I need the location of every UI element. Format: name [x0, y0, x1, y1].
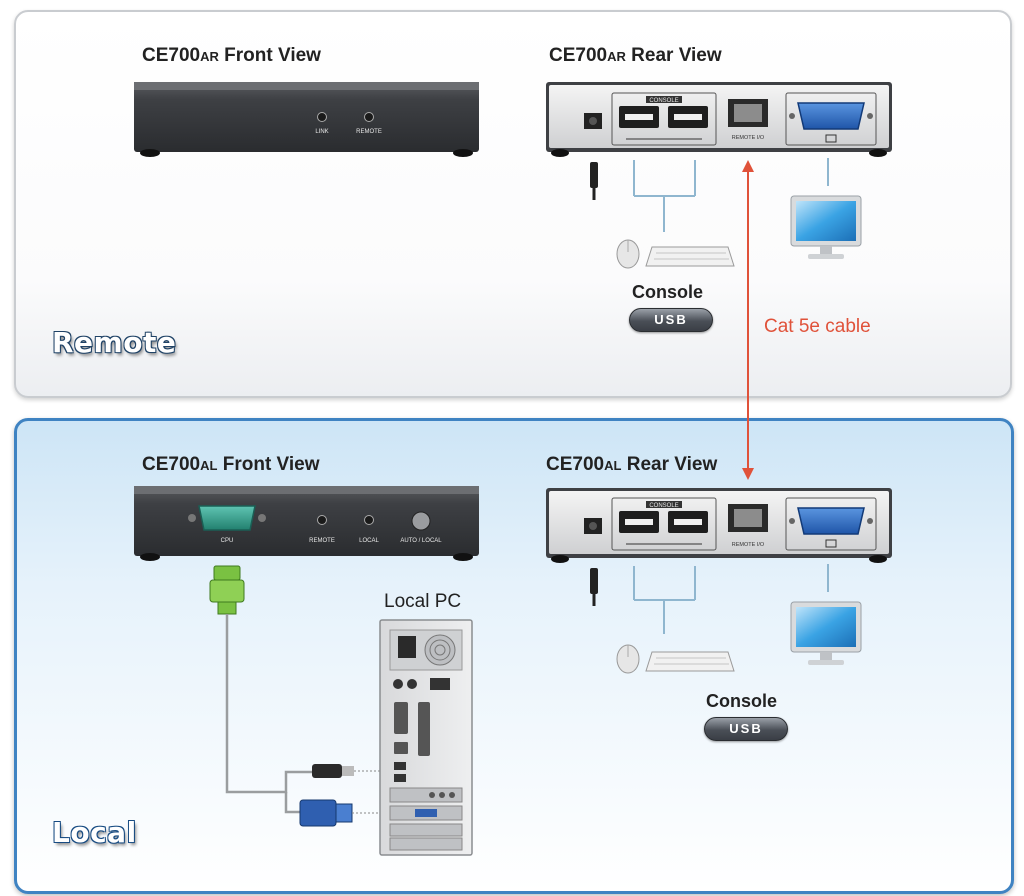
- mouse-icon: [616, 644, 640, 674]
- local-front-port-label-remote: REMOTE: [309, 538, 335, 544]
- remote-front-device: LINK REMOTE: [134, 82, 479, 157]
- remote-led-icon: [364, 112, 374, 122]
- local-zone-label: Local: [52, 816, 137, 849]
- remote-console-cables: [633, 158, 829, 232]
- local-rear-device: CONSOLE REMOTE I/O: [546, 488, 892, 563]
- cpu-cable: [225, 614, 318, 814]
- remote-usb-badge: USB: [629, 308, 713, 332]
- local-pc-label: Local PC: [384, 591, 462, 612]
- local-front-port-label-cpu: CPU: [221, 538, 234, 544]
- remote-console-label: Console: [632, 282, 704, 302]
- remote-front-port-label-link: LINK: [315, 129, 328, 135]
- local-front-port-label-local: LOCAL: [359, 538, 379, 544]
- local-console-cables: [633, 564, 829, 634]
- remote-rear-device: CONSOLE REMOTE I/O: [546, 82, 892, 157]
- pc-fan-icon: [424, 634, 456, 666]
- power-plug-icon: [590, 568, 598, 606]
- pc-power-socket-icon: [398, 636, 416, 658]
- link-led-icon: [317, 112, 327, 122]
- monitor-icon: [790, 601, 862, 665]
- mouse-icon: [616, 239, 640, 269]
- usb-plug-icon: [312, 764, 380, 778]
- vga-plug-icon: [299, 799, 380, 827]
- remote-rear-console-label: CONSOLE: [649, 98, 678, 104]
- local-rear-title: CE700AL Rear View: [546, 454, 718, 475]
- cpu-cable-connector-icon: [209, 565, 245, 615]
- vga-port-icon: [797, 507, 865, 535]
- cpu-vga-port-icon: [198, 505, 256, 531]
- remote-rear-remote-io-label: REMOTE I/O: [732, 135, 765, 141]
- local-front-device: CPU REMOTE LOCAL AUTO / LOCAL: [134, 486, 479, 561]
- local-pc-tower: [379, 619, 473, 856]
- local-rear-console-label: CONSOLE: [649, 503, 678, 509]
- remote-front-title: CE700AR Front View: [142, 45, 321, 66]
- remote-rear-title: CE700AR Rear View: [549, 45, 722, 66]
- monitor-icon: [790, 195, 862, 259]
- local-console-label: Console: [706, 691, 778, 711]
- local-front-title: CE700AL Front View: [142, 454, 320, 475]
- remote-front-port-label-remote: REMOTE: [356, 129, 382, 135]
- local-usb-badge: USB: [704, 717, 788, 741]
- keyboard-icon: [645, 651, 735, 672]
- remote-zone-label: Remote: [52, 326, 177, 359]
- local-front-port-label-auto-local: AUTO / LOCAL: [400, 538, 442, 544]
- vga-port-icon: [797, 102, 865, 130]
- local-rear-remote-io-label: REMOTE I/O: [732, 542, 765, 548]
- power-plug-icon: [590, 162, 598, 200]
- cat5e-cable-label: Cat 5e cable: [764, 316, 871, 337]
- auto-local-button-icon: [411, 511, 431, 531]
- keyboard-icon: [645, 246, 735, 267]
- local-led-icon: [364, 515, 374, 525]
- remote-led-icon: [317, 515, 327, 525]
